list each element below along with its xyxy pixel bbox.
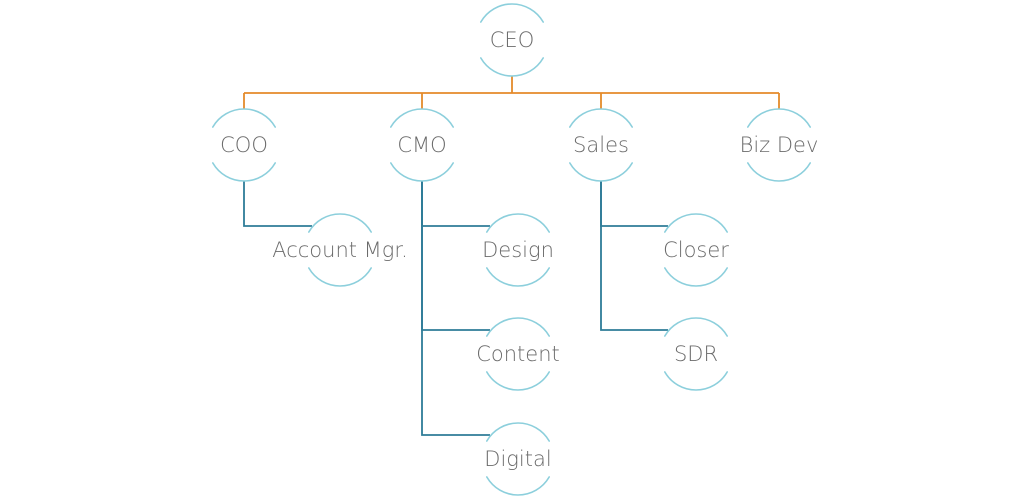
connector-lines (243, 76, 780, 436)
node-top-arc (212, 108, 276, 128)
node-top-arc (486, 317, 550, 337)
node-label: COO (220, 133, 268, 157)
node-label: Design (482, 238, 554, 262)
node-bizdev: Biz Dev (740, 108, 819, 182)
node-top-arc (308, 213, 372, 233)
node-label: CMO (397, 133, 446, 157)
node-top-arc (569, 108, 633, 128)
node-label: Digital (484, 447, 551, 471)
node-account-mgr: Account Mgr. (272, 213, 408, 287)
node-coo: COO (212, 108, 276, 182)
node-label: Content (476, 342, 560, 366)
node-bottom-arc (390, 162, 454, 182)
node-sdr: SDR (664, 317, 728, 391)
node-label: SDR (674, 342, 718, 366)
node-cmo: CMO (390, 108, 454, 182)
connector-coo-to-account-mgr (243, 181, 312, 227)
node-label: Biz Dev (740, 133, 819, 157)
node-bottom-arc (664, 371, 728, 391)
node-label: Account Mgr. (272, 238, 408, 262)
node-ceo: CEO (480, 3, 544, 77)
node-bottom-arc (486, 476, 550, 496)
node-top-arc (664, 213, 728, 233)
node-label: CEO (490, 28, 534, 52)
node-closer: Closer (663, 213, 729, 287)
connector-sales-to-sdr (600, 181, 668, 331)
node-bottom-arc (308, 267, 372, 287)
node-content: Content (476, 317, 560, 391)
node-bottom-arc (569, 162, 633, 182)
node-top-arc (664, 317, 728, 337)
node-bottom-arc (486, 267, 550, 287)
node-top-arc (747, 108, 811, 128)
node-sales: Sales (569, 108, 633, 182)
node-top-arc (480, 3, 544, 23)
connector-cmo-to-content (421, 181, 490, 331)
node-digital: Digital (484, 422, 552, 496)
node-top-arc (486, 213, 550, 233)
node-bottom-arc (212, 162, 276, 182)
node-label: Closer (663, 238, 729, 262)
connector-sales-to-closer (600, 181, 668, 227)
node-bottom-arc (747, 162, 811, 182)
node-top-arc (486, 422, 550, 442)
connector-cmo-to-digital (421, 181, 490, 436)
node-top-arc (390, 108, 454, 128)
connector-cmo-to-design (421, 181, 490, 227)
node-design: Design (482, 213, 554, 287)
node-label: Sales (573, 133, 629, 157)
node-bottom-arc (480, 57, 544, 77)
node-bottom-arc (486, 371, 550, 391)
node-bottom-arc (664, 267, 728, 287)
